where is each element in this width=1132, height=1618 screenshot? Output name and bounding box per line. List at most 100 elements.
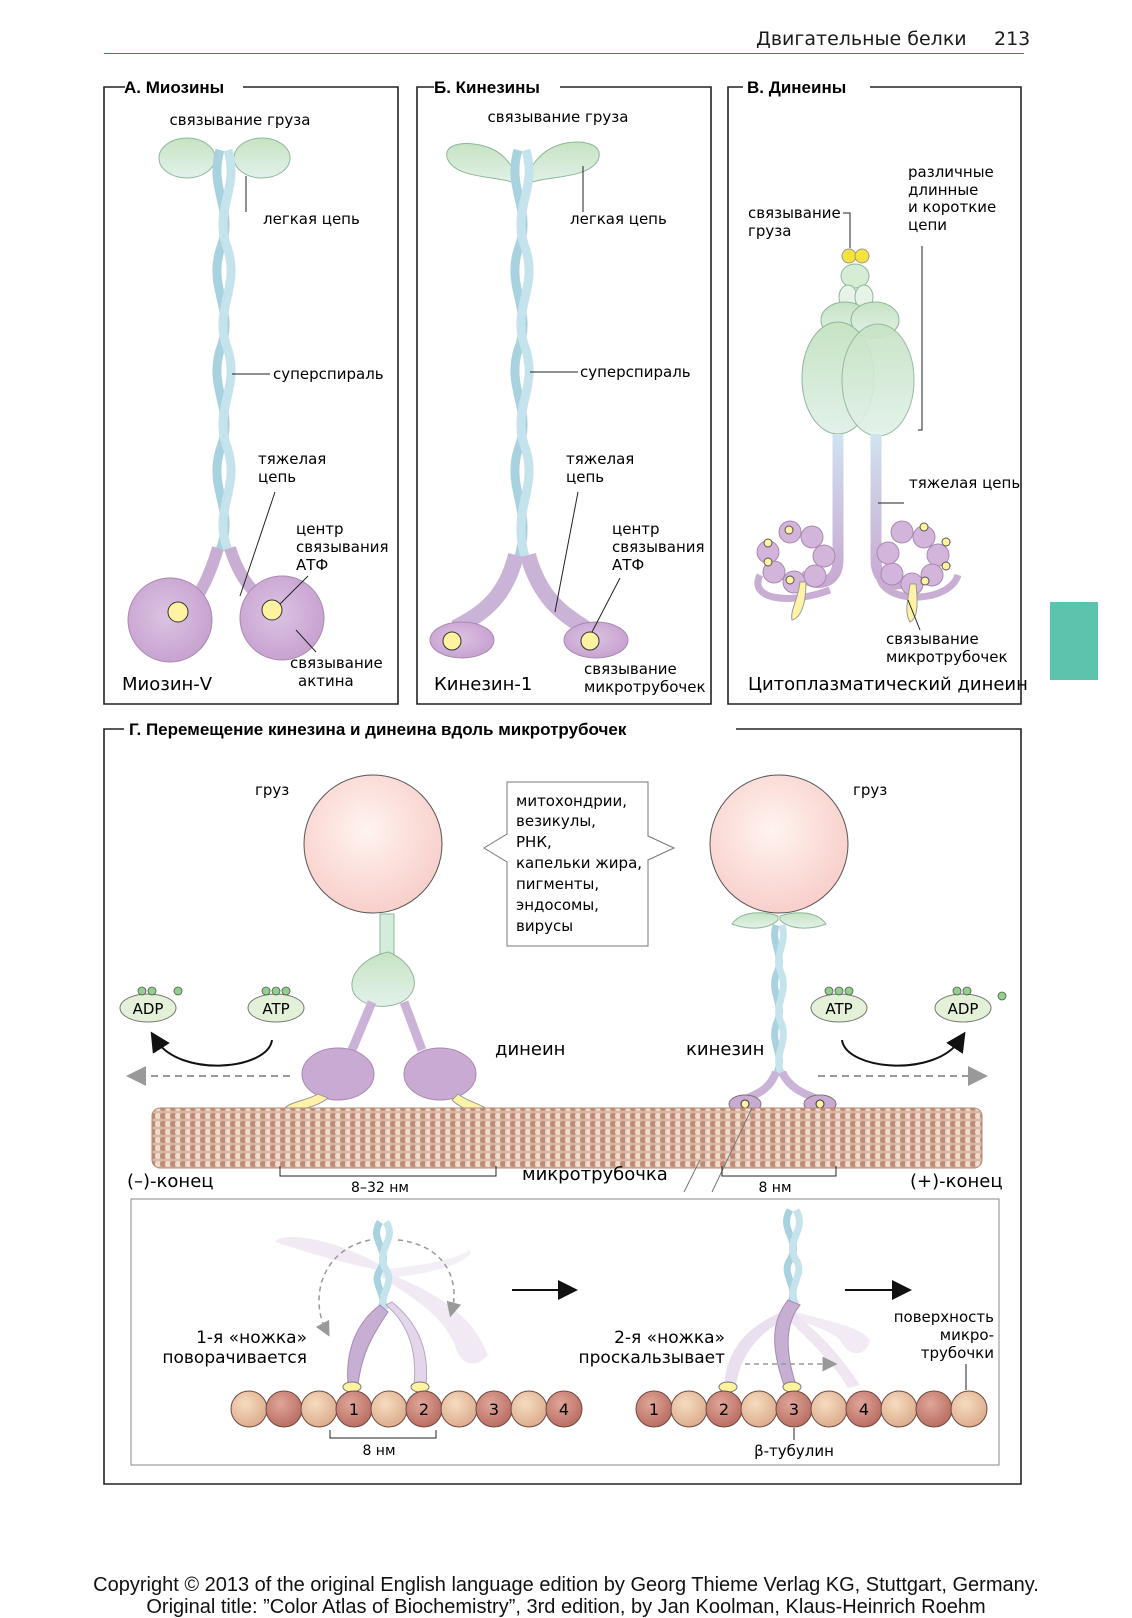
cargo-list-box <box>483 781 676 947</box>
cycle-arrow-left <box>150 1031 273 1067</box>
inset-step-bracket <box>329 1430 437 1439</box>
kinesin-atp-leader <box>591 577 621 633</box>
panel-frames <box>103 86 1022 1485</box>
kinesin-head-left <box>429 621 495 659</box>
kinesin-cargo-label: связывание груза <box>488 108 629 126</box>
myosin-actin-leader <box>295 629 317 653</box>
cargo-list-item: пигменты, <box>516 875 599 893</box>
kinesin-panel: Б. Кинезины связывание груза легкая цепь… <box>429 78 706 696</box>
cargo-list-item: капельки жира, <box>516 854 642 872</box>
dynein-light-chain-1 <box>840 263 870 289</box>
page-header-title: Двигательные белки <box>756 28 967 50</box>
cargo-sphere-kinesin <box>709 774 849 914</box>
surface-label-2: микро- <box>940 1326 994 1344</box>
myosin-atp-site-left <box>167 601 189 623</box>
adp-bubble-left <box>119 993 177 1023</box>
dynein-name: Цитоплазматический динеин <box>748 674 1028 695</box>
kinesin-heavy-chain-label-2: цепь <box>566 468 604 486</box>
surface-label-3: трубочки <box>921 1344 994 1362</box>
dynein-panel: В. Динеины <box>747 78 1028 695</box>
inset-foot-right-2 <box>782 1381 802 1393</box>
dynein-mt-label-1: связывание <box>886 630 979 648</box>
adp-label-right: ADP <box>948 1000 979 1018</box>
adp-label-left: ADP <box>133 1000 164 1018</box>
dynein-heavy-chain-base-right <box>841 323 915 437</box>
surface-label-1: поверхность <box>894 1308 994 1326</box>
atp-label-right: ATP <box>825 1000 852 1018</box>
ghost-leg-1 <box>275 1237 380 1270</box>
step-bracket-dynein <box>279 1166 497 1177</box>
header-rule <box>104 53 1024 54</box>
bead-label: 2 <box>719 1400 729 1419</box>
step-kinesin-label: 8 нм <box>758 1180 791 1196</box>
myosin-heavy-chain-leader <box>239 491 276 597</box>
cargo-label-left: груз <box>255 781 289 799</box>
myosin-heavy-chain-label-2: цепь <box>258 468 296 486</box>
kinesin-atp-d-left <box>740 1099 750 1109</box>
cycle-arrow-right <box>841 1031 966 1067</box>
myosin-atp-label-1: центр <box>296 520 344 538</box>
dynein-mt-binding-right <box>906 583 918 623</box>
kinesin-atp-site-left <box>442 631 462 651</box>
kinesin-light-chain-label: легкая цепь <box>570 210 667 228</box>
bead-label: 1 <box>349 1400 359 1419</box>
myosin-head-left <box>127 577 213 663</box>
bead-label: 3 <box>789 1400 799 1419</box>
dynein-chains-label-2: длинные <box>908 181 978 199</box>
dynein-head-right-d <box>403 1047 477 1101</box>
dynein-title: В. Динеины <box>747 78 846 97</box>
cargo-list-item: везикулы, <box>516 812 596 830</box>
bead-label: 4 <box>859 1400 869 1419</box>
microtubule <box>151 1107 983 1169</box>
kinesin-label: кинезин <box>686 1039 764 1060</box>
dynein-chains-label-4: цепи <box>908 216 947 234</box>
myosin-actin-label-1: связывание <box>290 654 383 672</box>
inset-foot-left-1 <box>342 1381 362 1393</box>
cargo-list-item: эндосомы, <box>516 896 599 914</box>
myosin-supercoil-label: суперспираль <box>273 365 384 383</box>
kinesin-coil-d-b <box>775 923 787 1077</box>
kinesin-mt-label-2: микротрубочек <box>584 678 706 696</box>
copyright-line-2: Original title: ”Color Atlas of Biochemi… <box>146 1596 986 1618</box>
atp-label-left: ATP <box>262 1000 289 1018</box>
inset-step-label: 8 нм <box>362 1443 395 1459</box>
kinesin-heavy-chain-label-1: тяжелая <box>566 450 634 468</box>
dynein-base-domain <box>351 951 415 1007</box>
dynein-mt-leader <box>907 599 921 631</box>
bead-label: 1 <box>649 1400 659 1419</box>
kinesin-title: Б. Кинезины <box>434 78 540 97</box>
cargo-list-item: митохондрии, <box>516 792 627 810</box>
nucleotide-cycle-right: ATP ADP <box>810 986 1007 1086</box>
inset-beads-left <box>230 1390 583 1428</box>
cargo-list-item: РНК, <box>516 833 552 851</box>
myosin-atp-leader <box>279 575 309 605</box>
kinesin-heavy-chain-leader <box>554 491 579 613</box>
dynein-chains-bracket <box>918 246 923 431</box>
kinesin-coil-b <box>516 148 534 562</box>
ghost-leg-right-1 <box>790 1310 870 1354</box>
kinesin-supercoil-label: суперспираль <box>580 363 691 381</box>
nucleotide-cycle-left: ADP ATP <box>119 986 305 1086</box>
microtubule-label: микротрубочка <box>522 1164 668 1185</box>
adp-bubble-right <box>934 993 992 1023</box>
kinesin-atp-label-1: центр <box>612 520 660 538</box>
dynein-mt-label-2: микротрубочек <box>886 648 1008 666</box>
myosin-heavy-chain-label-1: тяжелая <box>258 450 326 468</box>
myosin-head-right <box>239 575 325 661</box>
myosin-coil-b <box>218 148 236 552</box>
step-dynein-label: 8–32 нм <box>351 1180 409 1196</box>
transport-frame <box>103 728 1022 1485</box>
kinesin-neck-left <box>451 552 524 636</box>
dynein-mt-binding-left <box>791 581 807 621</box>
kinesin-atp-label-3: АТФ <box>612 556 644 574</box>
transport-panel: Г. Перемещение кинезина и динеина вдоль … <box>119 720 1007 1466</box>
dynein-label: динеин <box>495 1039 565 1060</box>
ghost-leg-3 <box>380 1250 471 1278</box>
kinesin-atp-label-2: связывания <box>612 538 705 556</box>
ghost-leg-right-3 <box>724 1310 792 1385</box>
copyright-footer: Copyright © 2013 of the original English… <box>0 1574 1132 1618</box>
cargo-list-item: вирусы <box>516 917 573 935</box>
leg1-label-1: 1-я «ножка» <box>196 1328 307 1348</box>
dynein-head-left-d <box>301 1047 375 1101</box>
